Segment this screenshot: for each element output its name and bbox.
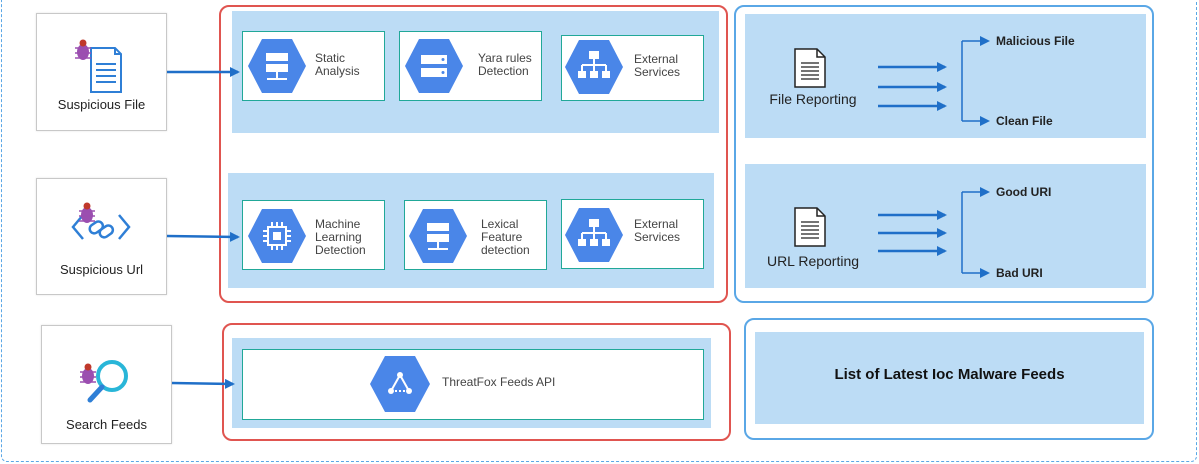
url-external-services-node: External Services [561,199,704,269]
suspicious-url-label: Suspicious Url [59,262,144,277]
yara-rules-label: Yara rules Detection [478,51,532,78]
suspicious-file-node: Suspicious File [36,13,167,131]
search-feeds-node: Search Feeds [41,325,172,444]
threatfox-api-node: ThreatFox Feeds API [242,349,704,420]
malicious-file-label: Malicious File [996,34,1075,48]
bug-link-icon [71,202,131,240]
server-icon [409,209,467,263]
network-icon [565,40,623,94]
search-feeds-label: Search Feeds [66,417,147,432]
ml-detection-label: Machine Learning Detection [315,217,366,257]
file-external-services-label: External Services [634,52,681,79]
lexical-feature-label: Lexical Feature detection [481,217,530,257]
bug-file-icon [75,39,122,93]
static-analysis-node: Static Analysis [242,31,385,101]
document-icon [794,207,826,247]
lexical-feature-node: Lexical Feature detection [404,200,547,270]
url-to-analysis-arrow [166,231,240,242]
reporting-group [734,5,1154,303]
good-uri-label: Good URI [996,185,1052,199]
ml-detection-node: Machine Learning Detection [242,200,385,270]
document-icon [794,48,826,88]
file-external-services-node: External Services [561,35,704,101]
storage-icon [405,39,463,93]
static-analysis-label: Static Analysis [315,51,360,78]
network-icon [565,208,623,262]
bug-search-icon [80,360,128,403]
feeds-list-label: List of Latest Ioc Malware Feeds [834,366,1065,383]
suspicious-url-node: Suspicious Url [36,178,167,295]
feeds-group [222,323,731,441]
search-to-feeds-arrow [171,378,235,389]
api-icon [370,356,430,412]
suspicious-file-label: Suspicious File [57,97,146,112]
file-reporting-label: File Reporting [769,91,857,107]
url-external-services-label: External Services [634,217,681,244]
feeds-list-group [744,318,1154,440]
analysis-group [219,5,728,303]
bad-uri-label: Bad URI [996,266,1043,280]
threatfox-api-label: ThreatFox Feeds API [442,375,556,389]
url-reporting-label: URL Reporting [766,253,860,269]
feeds-list-band: List of Latest Ioc Malware Feeds [755,332,1144,424]
server-icon [248,39,306,93]
yara-rules-node: Yara rules Detection [399,31,542,101]
clean-file-label: Clean File [996,114,1053,128]
chip-icon [248,209,306,263]
